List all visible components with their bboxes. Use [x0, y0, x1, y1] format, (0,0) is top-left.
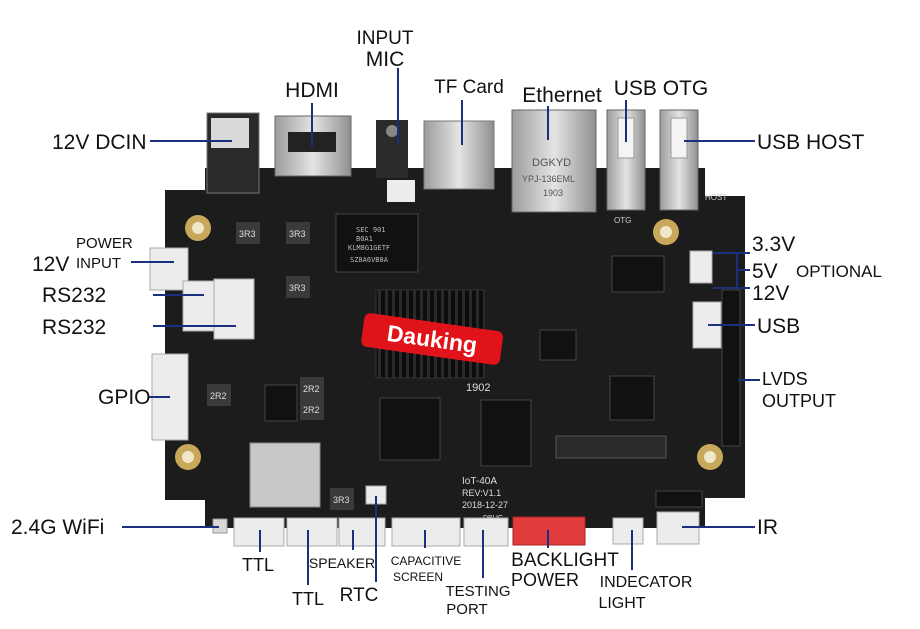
- otg-mark: OTG: [614, 216, 631, 225]
- label-usb-otg: USB OTG: [614, 77, 709, 100]
- label-5v: 5V: [752, 260, 778, 283]
- ind-3r3-b: 3R3: [289, 229, 306, 239]
- label-tf-card: TF Card: [434, 77, 504, 98]
- label-optional: OPTIONAL: [796, 262, 882, 281]
- mounting-holes: [175, 215, 723, 470]
- ram-chip-line-2: B0A1: [356, 235, 373, 243]
- label-3v3: 3.3V: [752, 233, 795, 256]
- label-cap-screen-2: SCREEN: [393, 570, 443, 584]
- testing-port-connector: [463, 517, 509, 547]
- lvds-header: [721, 289, 741, 447]
- ram-chip-line-4: SZ8A6VB8A: [350, 256, 389, 264]
- ethernet-port: [511, 109, 597, 213]
- label-power-input-v: 12V: [32, 253, 69, 276]
- leader-lines: [122, 68, 760, 585]
- eth-brand-text: DGKYD: [532, 157, 571, 169]
- power-input-connector: [149, 247, 189, 291]
- eth-part-text: YPJ-136EML: [522, 174, 575, 184]
- label-rtc: RTC: [340, 585, 379, 606]
- label-ttl-a: TTL: [242, 555, 274, 575]
- rs232-connector-a: [182, 280, 218, 332]
- label-power-input-2: INPUT: [76, 255, 121, 272]
- indicator-light-connector: [612, 517, 644, 545]
- host-mark: HOST: [705, 193, 727, 202]
- label-12v: 12V: [752, 282, 789, 305]
- label-lvds-1: LVDS: [762, 369, 808, 389]
- label-hdmi: HDMI: [285, 79, 339, 102]
- ttl-connector-b: [286, 517, 338, 547]
- ind-3r3-a: 3R3: [239, 229, 256, 239]
- label-usb: USB: [757, 315, 800, 338]
- emmc-chip: [335, 213, 419, 273]
- pmic-chip: [264, 384, 298, 422]
- ram-chip-right: [480, 399, 532, 467]
- marking-1902: 1902: [466, 382, 490, 394]
- label-testing-port-2: PORT: [446, 601, 487, 618]
- ram-chip-left: [379, 397, 441, 461]
- model-text: IoT-40A: [462, 476, 497, 487]
- mic-connector: [387, 180, 415, 202]
- speaker-connector: [338, 517, 386, 547]
- date-text: 2018-12-27: [462, 500, 508, 510]
- label-cap-screen-1: CAPACITIVE: [391, 554, 461, 568]
- ind-2r2-a: 2R2: [210, 391, 227, 401]
- label-input-mic-1: INPUT: [357, 28, 414, 49]
- rev-text: REV:V1.1: [462, 488, 501, 498]
- label-usb-host: USB HOST: [757, 131, 865, 154]
- label-gpio: GPIO: [98, 386, 151, 409]
- ind-2r2-b: 2R2: [303, 384, 320, 394]
- rs232-connector-b: [213, 278, 255, 340]
- ind-3r3-c: 3R3: [289, 283, 306, 293]
- label-rs232-a: RS232: [42, 284, 106, 307]
- label-ttl-b: TTL: [292, 589, 324, 609]
- label-lvds-2: OUTPUT: [762, 391, 836, 411]
- label-backlight-2: POWER: [511, 570, 579, 590]
- ram-chip-line-3: KLM8G1GETF: [348, 244, 390, 252]
- ram-chip-line-1: SEC 901: [356, 226, 386, 234]
- label-indicator-2: LIGHT: [598, 595, 645, 612]
- label-backlight-1: BACKLIGHT: [511, 550, 619, 571]
- label-ir: IR: [757, 516, 778, 539]
- label-speaker: SPEAKER: [309, 555, 375, 571]
- label-testing-port-1: TESTING: [445, 583, 510, 600]
- label-wifi: 2.4G WiFi: [11, 516, 104, 539]
- label-indicator-1: INDECATOR: [600, 574, 693, 591]
- label-power-input-1: POWER: [76, 235, 133, 252]
- optional-header: [689, 250, 713, 284]
- wifi-module: [249, 442, 321, 508]
- label-input-mic-2: MIC: [366, 48, 405, 71]
- label-ethernet: Ethernet: [522, 84, 602, 107]
- lvds-socket: [555, 435, 667, 459]
- eth-code-text: 1903: [543, 188, 563, 198]
- ind-2r2-c: 2R2: [303, 405, 320, 415]
- ind-3r3-d: 3R3: [333, 495, 350, 505]
- label-dcin: 12V DCIN: [52, 131, 147, 154]
- tf-card-slot: [423, 120, 495, 190]
- label-rs232-b: RS232: [42, 316, 106, 339]
